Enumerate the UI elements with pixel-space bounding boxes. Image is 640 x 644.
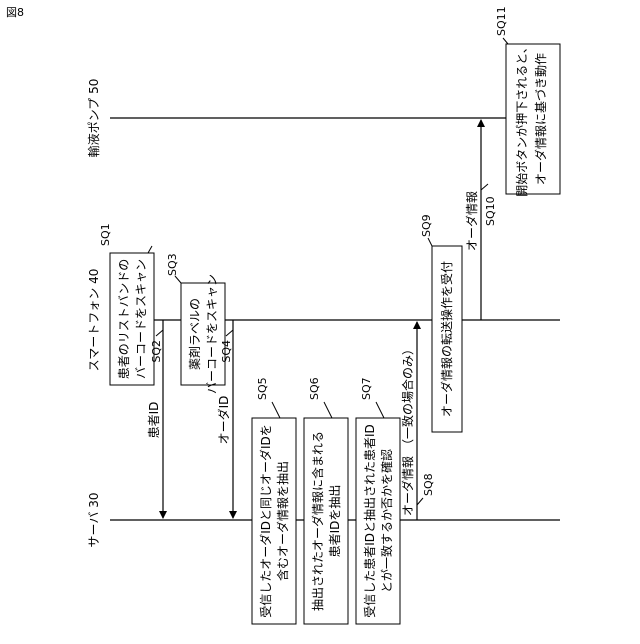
sq5-line-1: 受信したオーダIDと同じオーダIDを	[258, 424, 273, 618]
sq4-leader	[226, 330, 233, 336]
sq2-leader	[156, 330, 163, 336]
sq10-leader	[481, 184, 488, 190]
sq9-line-1: オーダ情報の転送操作を受付	[439, 261, 454, 417]
sq2-message: 患者ID	[147, 402, 161, 439]
sq9-tag: SQ9	[420, 214, 433, 237]
sq4-message: オーダID	[216, 396, 231, 445]
sq6-line-2: 患者IDを抽出	[328, 485, 342, 558]
sq8-message: オーダ情報	[400, 456, 415, 516]
sq11-line-2: オーダ情報に基づき動作	[533, 53, 548, 185]
lifeline-label-smartphone: スマートフォン 40	[87, 269, 101, 372]
sq7-leader	[376, 402, 384, 418]
sq3-tag: SQ3	[166, 253, 179, 276]
sq9-leader	[428, 238, 432, 246]
sq1-tag: SQ1	[99, 223, 112, 246]
sq8-tag: SQ8	[422, 473, 435, 496]
sq2-tag: SQ2	[150, 340, 163, 363]
figure-label: 図8	[6, 4, 24, 20]
sq4-tag: SQ4	[220, 340, 233, 363]
sq5-leader	[272, 402, 280, 418]
sq7-tag: SQ7	[360, 377, 373, 400]
sq8-note: （一致の場合のみ）	[400, 343, 415, 451]
lifeline-label-server: サーバ 30	[87, 493, 101, 548]
sq1-line-2: バーコードをスキャン	[134, 259, 148, 379]
sq5-tag: SQ5	[256, 377, 269, 400]
sq11-tag: SQ11	[495, 6, 508, 36]
sq6-leader	[324, 402, 332, 418]
sq7-line-2: とが一致するか否かを確認	[379, 449, 394, 593]
sq11-leader	[503, 38, 508, 44]
sq8-leader	[417, 498, 423, 505]
sq6-line-1: 抽出されたオーダ情報に含まれる	[310, 431, 325, 611]
sq7-line-1: 受信した患者IDと抽出された患者ID	[363, 424, 377, 618]
sq6-tag: SQ6	[308, 377, 321, 400]
sq1-leader	[148, 246, 152, 253]
sq3-line-1: 薬剤ラベルの	[187, 298, 202, 370]
lifeline-label-infusion-pump: 輸液ポンプ 50	[86, 79, 101, 158]
sq10-tag: SQ10	[484, 196, 497, 226]
sq10-message: オーダ情報	[464, 191, 479, 251]
sq3-line-2: バーコードをスキャン	[205, 274, 219, 394]
sq5-line-2: 含むオーダ情報を抽出	[275, 461, 290, 581]
sq3-leader	[175, 276, 181, 283]
sq11-line-1: 開始ボタンが押下されると、	[514, 41, 529, 197]
sq1-line-1: 患者のリストバンドの	[117, 259, 131, 380]
